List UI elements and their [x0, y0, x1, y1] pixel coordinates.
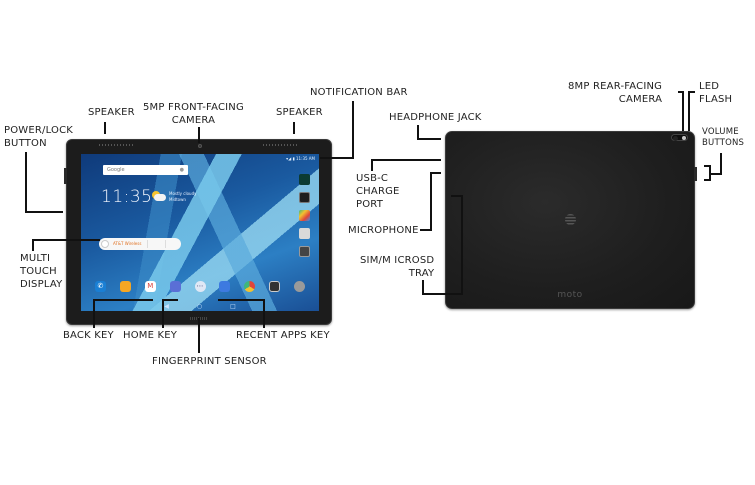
att-tv-icon	[298, 174, 310, 185]
phone-icon: ✆	[95, 280, 106, 292]
rear-camera	[671, 134, 688, 141]
camera-icon	[269, 280, 281, 292]
clock: 11:35	[101, 187, 153, 207]
weather-text: Mostly cloudy Midtown	[169, 191, 197, 202]
camera-lens-icon	[673, 136, 678, 141]
notification-bar: ▾◢ ▮ 11:35 AM	[286, 156, 315, 161]
led-flash	[682, 136, 686, 140]
navigation-bar: ◀ ○ □	[81, 301, 319, 311]
app-dock: ✆ M ⋯	[95, 279, 305, 293]
home-key-icon[interactable]: ○	[196, 302, 203, 310]
speaker-right-grill	[263, 144, 299, 146]
label-headphone-jack: HEADPHONE JACK	[389, 112, 482, 123]
label-fingerprint: FINGERPRINT SENSOR	[152, 356, 267, 367]
label-back-key: BACK KEY	[63, 330, 114, 341]
play-store-icon	[298, 210, 310, 221]
recent-apps-key-icon[interactable]: □	[230, 302, 236, 310]
label-home-key: HOME KEY	[123, 330, 178, 341]
power-lock-button	[64, 168, 67, 184]
weather-cloud-icon	[150, 191, 166, 201]
search-placeholder: Google	[107, 167, 125, 173]
label-speaker-right: SPEAKER	[276, 107, 323, 118]
google-folder-icon	[298, 228, 310, 239]
moto-logo: moto	[557, 290, 583, 300]
weather-app-icon	[119, 280, 131, 292]
label-notification-bar: NOTIFICATION BAR	[310, 87, 408, 98]
video-icon	[298, 246, 310, 257]
gmail-icon: M	[144, 280, 156, 292]
speaker-left-grill	[99, 144, 135, 146]
back-key-icon[interactable]: ◀	[164, 302, 169, 310]
att-widget: AT&T Wireless	[99, 238, 181, 250]
app-drawer-icon: ⋯	[194, 280, 206, 292]
tablet-front: ▾◢ ▮ 11:35 AM Google ● 11:35 Mostly clou…	[64, 139, 332, 325]
google-search-widget: Google ●	[103, 165, 188, 175]
touch-display: ▾◢ ▮ 11:35 AM Google ● 11:35 Mostly clou…	[81, 154, 319, 311]
chrome-icon	[244, 280, 256, 292]
volume-buttons	[694, 167, 697, 181]
label-recent-apps-key: RECENT APPS KEY	[236, 330, 330, 341]
att-widget-icon	[101, 240, 109, 248]
tablet-back: moto	[445, 131, 697, 309]
settings-icon	[294, 280, 305, 292]
label-speaker-left: SPEAKER	[88, 107, 135, 118]
directv-icon	[298, 192, 310, 203]
side-app-column	[297, 174, 311, 264]
label-microphone: MICROPHONE	[348, 225, 419, 236]
calendar-icon	[169, 280, 181, 292]
contacts-icon	[219, 280, 231, 292]
front-camera	[198, 144, 202, 148]
att-logo-icon	[565, 214, 576, 225]
mic-icon: ●	[179, 167, 184, 173]
